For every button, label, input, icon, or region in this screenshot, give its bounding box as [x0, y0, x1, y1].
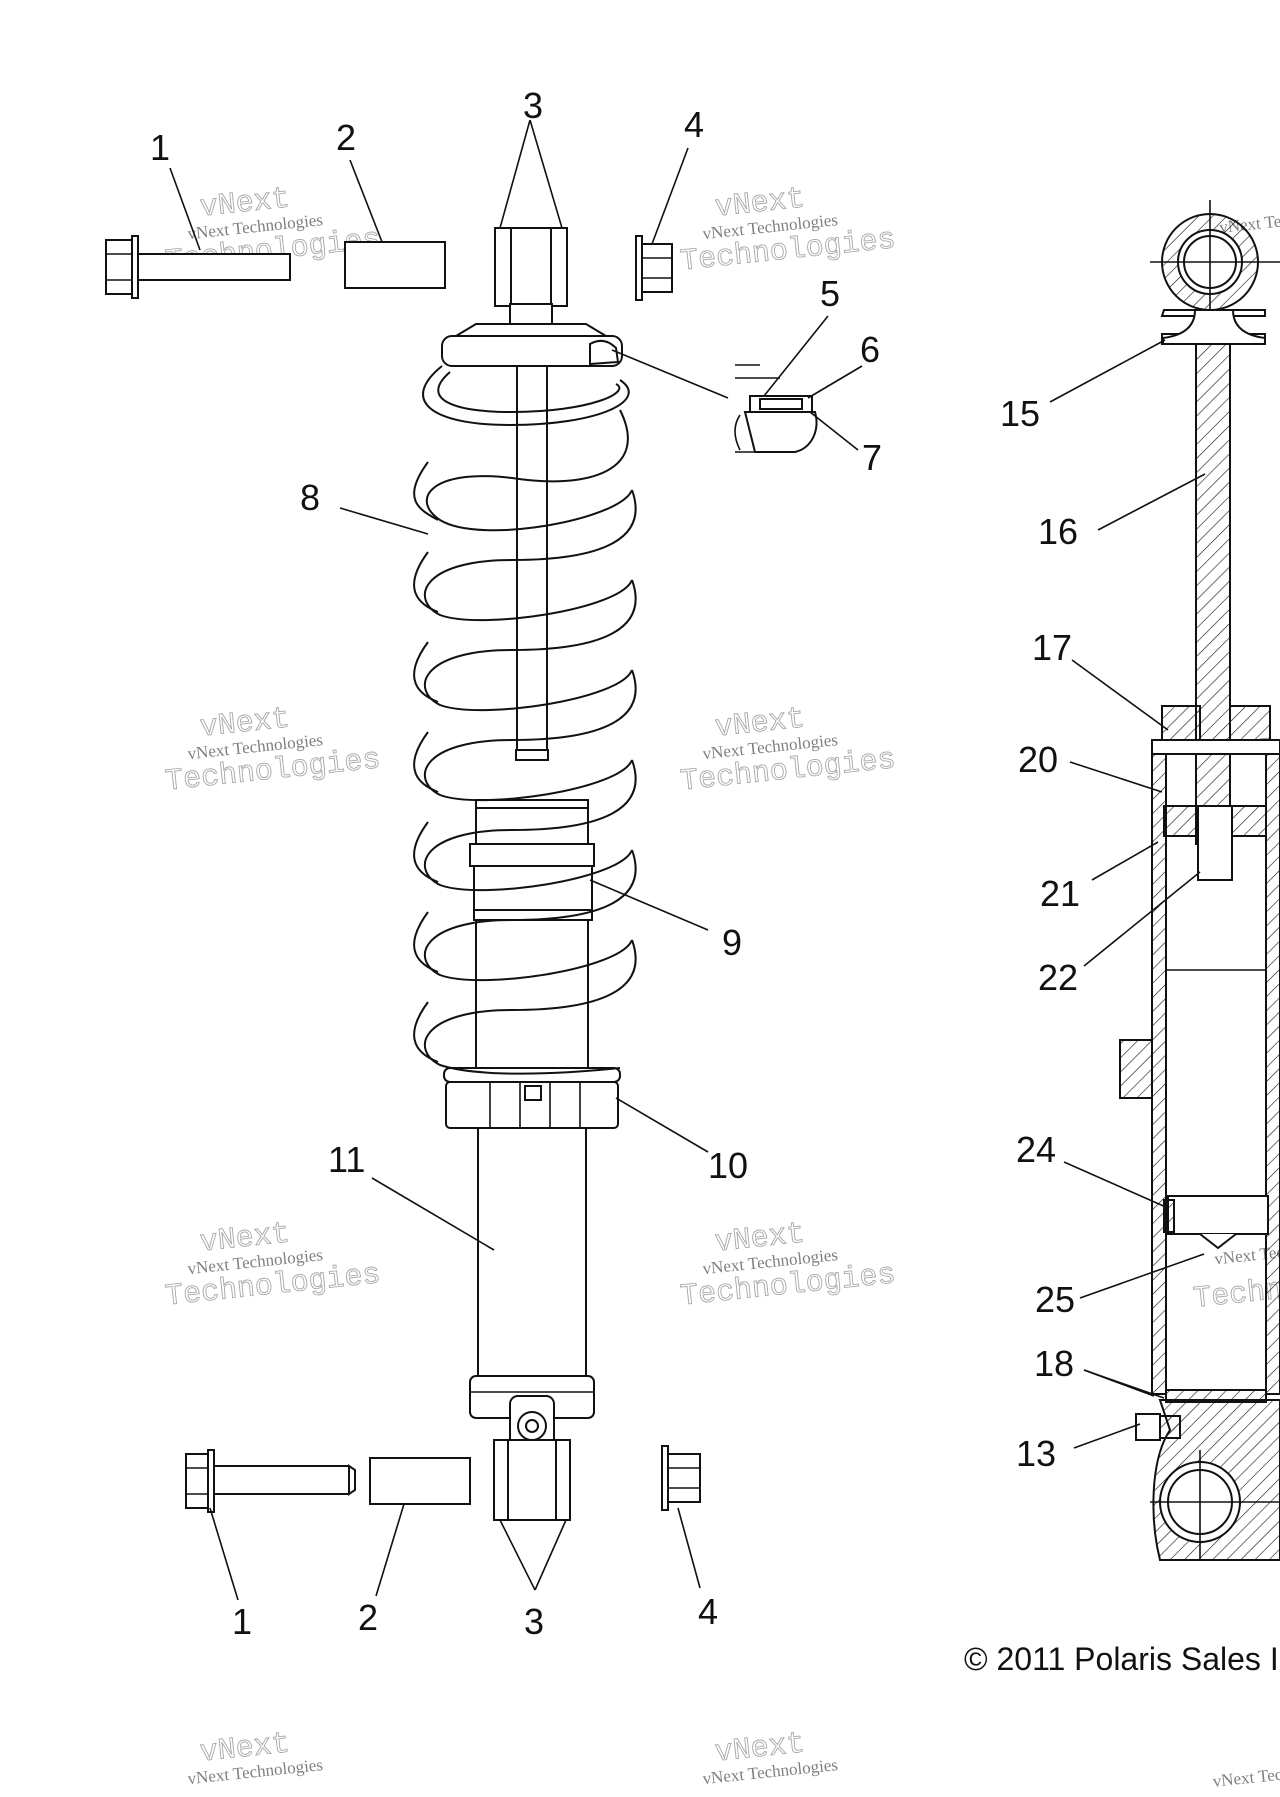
- callout-4-top: 4: [684, 104, 704, 145]
- callout-3-bottom: 3: [524, 1601, 544, 1642]
- bolt-bottom: [185, 1449, 356, 1513]
- callout-6: 6: [860, 329, 880, 370]
- bolt-top: [105, 235, 291, 299]
- svg-text:vNext Technologies: vNext Technologies: [1212, 1758, 1280, 1791]
- callout-13: 13: [1016, 1433, 1056, 1474]
- watermark-7: vNext vNext Technologies: [187, 1727, 324, 1788]
- callout-7: 7: [862, 437, 882, 478]
- watermark-2: vNext vNext Technologies Technologies: [678, 182, 897, 280]
- callout-22: 22: [1038, 957, 1078, 998]
- watermark-3: vNext vNext Technologies Technologies: [163, 702, 382, 800]
- callout-21: 21: [1040, 873, 1080, 914]
- nut-bottom: [661, 1445, 701, 1511]
- watermark-group: vNext vNext Technologies Technologies vN…: [163, 182, 1280, 1791]
- callout-10: 10: [708, 1145, 748, 1186]
- shock-assembly: [413, 227, 637, 1521]
- callout-20: 20: [1018, 739, 1058, 780]
- watermark-8: vNext vNext Technologies: [702, 1727, 839, 1788]
- callout-9: 9: [722, 922, 742, 963]
- callout-1-bottom: 1: [232, 1601, 252, 1642]
- spacer-top: [344, 241, 446, 289]
- watermark-4: vNext vNext Technologies Technologies: [678, 702, 897, 800]
- callout-18: 18: [1034, 1343, 1074, 1384]
- retainer-detail: [734, 364, 818, 453]
- callout-4-bottom: 4: [698, 1591, 718, 1632]
- watermark-5: vNext vNext Technologies Technologies: [163, 1217, 382, 1315]
- callout-labels: 1 2 3 4 5 6 7 8 9 10 11 1 2 3 4 15 16 17…: [150, 85, 1080, 1642]
- callout-3-top: 3: [523, 85, 543, 126]
- coil-spring: [413, 365, 637, 1075]
- watermark-9: vNext Technologies: [1212, 1758, 1280, 1791]
- leader-lines: [169, 119, 1206, 1601]
- watermark-6: vNext vNext Technologies Technologies: [678, 1217, 897, 1315]
- shock-section-view: [1119, 200, 1280, 1561]
- spacer-bottom: [369, 1457, 471, 1505]
- callout-25: 25: [1035, 1279, 1075, 1320]
- callout-16: 16: [1038, 511, 1078, 552]
- callout-1-top: 1: [150, 127, 170, 168]
- callout-11: 11: [328, 1139, 365, 1180]
- callout-17: 17: [1032, 627, 1072, 668]
- callout-5: 5: [820, 273, 840, 314]
- callout-2-top: 2: [336, 117, 356, 158]
- callout-15: 15: [1000, 393, 1040, 434]
- copyright-notice: © 2011 Polaris Sales I: [964, 1641, 1279, 1677]
- callout-8: 8: [300, 477, 320, 518]
- nut-top: [635, 235, 673, 301]
- callout-24: 24: [1016, 1129, 1056, 1170]
- callout-2-bottom: 2: [358, 1597, 378, 1638]
